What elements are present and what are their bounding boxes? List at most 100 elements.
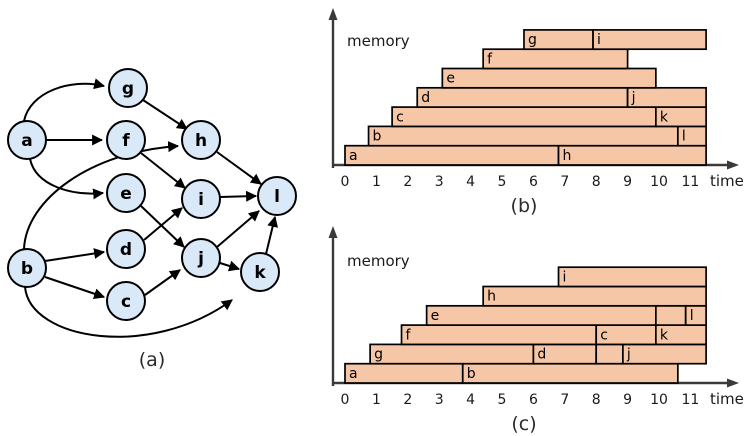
chart-c-block-d-3: d	[532, 343, 598, 365]
chart-b-block-i-11-rect	[592, 29, 707, 51]
chart-b-block-b-2-rect	[367, 125, 679, 147]
node-f-circle[interactable]	[106, 120, 146, 160]
edge-b-c	[44, 276, 106, 300]
node-a[interactable]: a	[7, 120, 47, 160]
chart-b-block-d-6-label: d	[421, 90, 430, 106]
caption-c: (c)	[511, 413, 536, 435]
chart-c-tick-2: 2	[403, 392, 412, 408]
node-b[interactable]: b	[7, 248, 47, 288]
dag-nodes: a b c d e f g	[7, 68, 297, 321]
node-k[interactable]: k	[240, 252, 280, 292]
edge-j-k	[219, 260, 241, 272]
node-f[interactable]: f	[106, 120, 146, 160]
chart-c-block-f-6-rect	[400, 324, 598, 346]
chart-b-block-d-6: d	[416, 86, 629, 108]
node-d[interactable]: d	[106, 229, 146, 269]
chart-b-block-c-4-label: c	[396, 109, 404, 125]
chart-b-tick-8: 8	[592, 174, 601, 190]
chart-c-tick-5: 5	[498, 392, 507, 408]
chart-c-block-h-12-rect	[482, 285, 707, 307]
chart-c-block-gap-4	[595, 343, 624, 365]
node-i-circle[interactable]	[181, 179, 221, 219]
chart-c-block-i-13-rect	[557, 266, 707, 288]
chart-c-tick-7: 7	[560, 392, 569, 408]
chart-b-tick-7: 7	[560, 174, 569, 190]
chart-c-block-gap-10-rect	[655, 304, 687, 326]
chart-b-block-d-6-rect	[416, 86, 629, 108]
chart-c-block-g-2-label: g	[374, 347, 383, 363]
chart-c-block-f-6: f	[400, 324, 598, 346]
chart-b-block-k-5: k	[655, 106, 707, 128]
edge-e-j	[140, 205, 185, 248]
chart-c-block-a-0-label: a	[349, 366, 358, 382]
node-b-circle[interactable]	[7, 248, 47, 288]
chart-b-x-axis-arrow	[727, 160, 739, 170]
chart-c-block-e-9: e	[425, 304, 657, 326]
chart-c-y-axis-arrow	[328, 226, 338, 238]
chart-c-tick-4: 4	[466, 392, 475, 408]
chart-b-block-g-10: g	[523, 29, 594, 51]
node-k-label: k	[254, 263, 266, 283]
chart-c-block-b-1-label: b	[467, 366, 476, 382]
edge-b-h	[23, 141, 180, 250]
node-f-label: f	[122, 131, 130, 151]
chart-b-tick-5: 5	[498, 174, 507, 190]
node-l-circle[interactable]	[257, 176, 297, 216]
chart-b-block-h-1-label: h	[563, 148, 572, 164]
edge-a-g	[23, 78, 106, 122]
node-j[interactable]: j	[181, 238, 221, 278]
chart-b-block-k-5-label: k	[660, 109, 669, 125]
chart-b-tick-3: 3	[435, 174, 444, 190]
chart-b-block-f-9: f	[482, 48, 629, 70]
node-i[interactable]: i	[181, 179, 221, 219]
chart-c-block-g-2: g	[369, 343, 535, 365]
node-e-circle[interactable]	[106, 173, 146, 213]
chart-b-block-h-1-rect	[557, 144, 707, 166]
chart-c-block-e-9-label: e	[431, 308, 440, 324]
node-l[interactable]: l	[257, 176, 297, 216]
node-c-circle[interactable]	[106, 281, 146, 321]
chart-c-block-b-1-rect	[461, 362, 679, 384]
chart-c-block-g-2-rect	[369, 343, 535, 365]
edge-a-e	[29, 158, 105, 200]
edge-d-i	[143, 207, 183, 241]
caption-b: (b)	[511, 195, 538, 217]
chart-b-tick-9: 9	[623, 174, 632, 190]
chart-b-block-e-8: e	[441, 67, 657, 89]
caption-a: (a)	[139, 349, 165, 371]
node-g-circle[interactable]	[108, 68, 148, 108]
node-k-circle[interactable]	[240, 252, 280, 292]
node-j-circle[interactable]	[181, 238, 221, 278]
chart-c-block-l-11: l	[684, 304, 707, 326]
node-c[interactable]: c	[106, 281, 146, 321]
chart-b-block-a-0: a	[344, 144, 560, 166]
node-h-label: h	[195, 131, 207, 151]
chart-c-x-axis-arrow	[727, 378, 739, 388]
node-h-circle[interactable]	[181, 120, 221, 160]
chart-b-block-e-8-label: e	[446, 71, 455, 87]
node-g[interactable]: g	[108, 68, 148, 108]
chart-b-block-j-7-rect	[626, 86, 707, 108]
node-h[interactable]: h	[181, 120, 221, 160]
chart-c-tick-1: 1	[372, 392, 381, 408]
chart-c-tick-10: 10	[650, 392, 668, 408]
dag-edges	[23, 78, 279, 338]
chart-c-block-a-0-rect	[344, 362, 464, 384]
edge-i-l	[219, 190, 258, 202]
chart-b-block-b-2: b	[367, 125, 679, 147]
chart-c-block-d-3-label: d	[537, 347, 546, 363]
chart-b-tick-6: 6	[529, 174, 538, 190]
chart-b-block-j-7-label: j	[631, 90, 636, 106]
node-d-circle[interactable]	[106, 229, 146, 269]
chart-b-block-c-4: c	[391, 106, 657, 128]
chart-c-block-k-8-label: k	[660, 327, 669, 343]
chart-b-block-f-9-label: f	[487, 51, 493, 67]
node-a-circle[interactable]	[7, 120, 47, 160]
node-e[interactable]: e	[106, 173, 146, 213]
chart-b-block-h-1: h	[557, 144, 707, 166]
chart-b-xlabel: time	[710, 172, 744, 190]
